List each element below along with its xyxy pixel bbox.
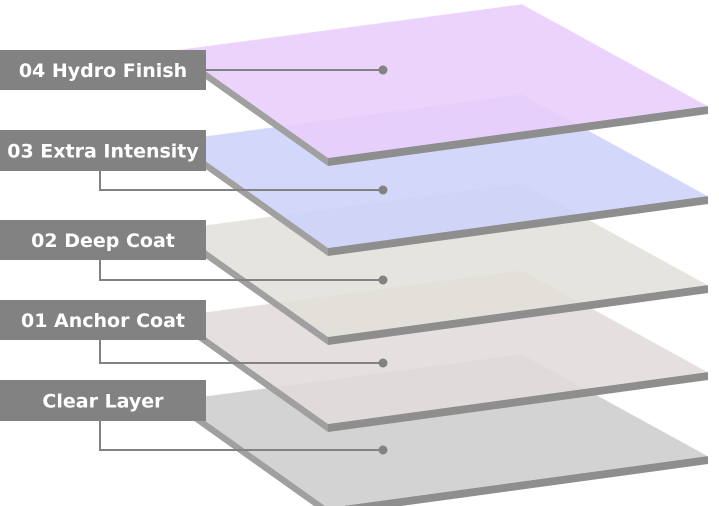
layer-label-box bbox=[0, 220, 206, 260]
sheet-edge-front bbox=[328, 106, 708, 166]
sheet-outline bbox=[175, 3, 709, 107]
layer-label: 03 Extra Intensity bbox=[7, 141, 199, 163]
sheet-edge-front bbox=[328, 285, 708, 345]
connector-line bbox=[99, 260, 383, 281]
connector-line bbox=[99, 171, 383, 191]
layer-callout: 04 Hydro Finish bbox=[0, 50, 388, 90]
sheet-edge-side bbox=[176, 229, 328, 345]
layer-label: 02 Deep Coat bbox=[31, 230, 175, 252]
sheet-edge-side bbox=[176, 50, 328, 166]
layer-sheet bbox=[175, 3, 709, 166]
sheet-edge-side bbox=[176, 140, 328, 256]
layer-label-box bbox=[0, 50, 206, 90]
layer-callout: 02 Deep Coat bbox=[0, 220, 388, 285]
connector-dot bbox=[378, 445, 388, 455]
layer-label: 04 Hydro Finish bbox=[19, 60, 187, 82]
layer-callout: 01 Anchor Coat bbox=[0, 300, 388, 368]
layer-callout: 03 Extra Intensity bbox=[0, 130, 388, 195]
layer-callout: Clear Layer bbox=[0, 380, 388, 455]
layer-label: Clear Layer bbox=[42, 391, 164, 413]
connector-dot bbox=[378, 358, 388, 368]
sheet-edge-side bbox=[176, 316, 328, 432]
layer-callouts: 04 Hydro Finish 03 Extra Intensity 02 Deep… bbox=[0, 50, 388, 455]
layer-label-box bbox=[0, 300, 206, 340]
sheet-face bbox=[176, 4, 708, 158]
sheet-edge-front bbox=[328, 372, 708, 432]
sheet-edge-front bbox=[328, 196, 708, 256]
connector-line bbox=[99, 421, 383, 451]
layer-label: 01 Anchor Coat bbox=[21, 310, 185, 332]
connector-dot bbox=[378, 275, 388, 285]
layer-label-box bbox=[0, 380, 206, 421]
connector-dot bbox=[378, 65, 388, 75]
connector-dot bbox=[378, 185, 388, 195]
layer-sheets bbox=[175, 3, 709, 506]
layer-label-box bbox=[0, 130, 206, 171]
connector-line bbox=[99, 340, 383, 364]
